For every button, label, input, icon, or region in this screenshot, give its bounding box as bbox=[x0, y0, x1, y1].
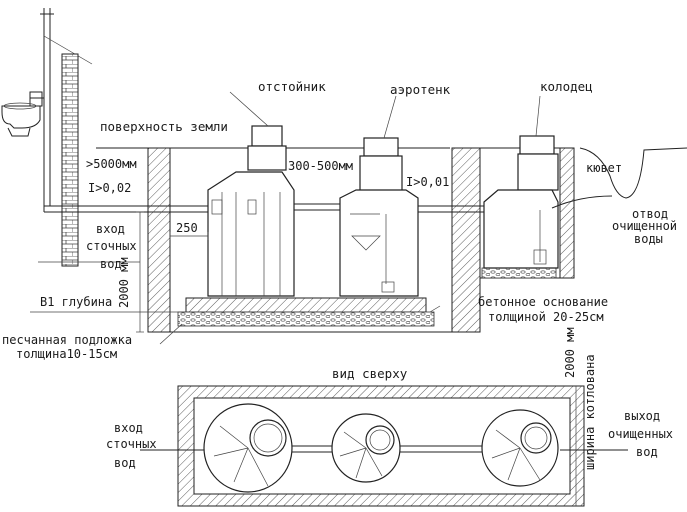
aerotank bbox=[339, 137, 419, 297]
aerotank-top bbox=[331, 413, 401, 483]
concrete-label-1: бетонное основание bbox=[478, 295, 608, 309]
top-outlet-label-1: выход bbox=[624, 409, 660, 423]
house-wall bbox=[61, 53, 79, 267]
sand-label-2: толщина10-15см bbox=[16, 347, 117, 361]
settler-label: отстойник bbox=[258, 79, 326, 94]
top-inlet-label-3: вод bbox=[114, 456, 136, 470]
depth-limit-label: >5000мм bbox=[86, 157, 137, 171]
slope-label-2: I>0,01 bbox=[406, 175, 449, 189]
drain-well bbox=[483, 135, 559, 269]
settler-tank-top bbox=[203, 403, 293, 493]
inlet-label-2: сточных bbox=[86, 239, 137, 253]
sand-label-1: песчанная подложка bbox=[2, 333, 132, 347]
well-gravel bbox=[481, 267, 557, 279]
outlet-note-3: воды bbox=[634, 232, 663, 246]
top-inlet-label-2: сточных bbox=[106, 437, 157, 451]
concrete-base bbox=[185, 297, 427, 313]
inlet-pipe bbox=[44, 205, 210, 213]
ground-surface-label: поверхность земли bbox=[100, 119, 228, 134]
sand-bedding bbox=[177, 311, 435, 327]
inlet-label-1: вход bbox=[96, 222, 125, 236]
pit-right-wall bbox=[559, 147, 575, 279]
depth-b1-label: В1 глубина bbox=[40, 295, 112, 309]
pit-width-dimension: 2000 мм bbox=[563, 327, 577, 378]
pit-depth-dimension: 2000 мм bbox=[117, 257, 131, 308]
pit-middle-wall bbox=[451, 147, 481, 333]
aerotank-label: аэротенк bbox=[390, 82, 451, 97]
top-outlet-label-2: очищенных bbox=[608, 427, 673, 441]
offset-dimension: 250 bbox=[176, 221, 198, 235]
concrete-label-2: толщиной 20-25см bbox=[488, 310, 604, 324]
top-view-title: вид сверху bbox=[332, 366, 408, 381]
toilet-icon bbox=[1, 91, 43, 137]
gap-range-label: 300-500мм bbox=[288, 159, 353, 173]
vent-pipe bbox=[40, 8, 93, 212]
settler-tank bbox=[207, 125, 295, 297]
slope-label-1: I>0,02 bbox=[88, 181, 131, 195]
outlet-note-1: отвод bbox=[632, 207, 668, 221]
outlet-note-2: очищенной bbox=[612, 219, 677, 233]
inlet-label-3: вод bbox=[100, 257, 122, 271]
ditch-label: кювет bbox=[586, 161, 622, 175]
pit-left-wall bbox=[147, 147, 171, 333]
well-label: колодец bbox=[540, 79, 593, 94]
drain-well-top bbox=[481, 409, 559, 487]
pit-width-label: ширина котлована bbox=[583, 354, 597, 470]
top-outlet-label-3: вод bbox=[636, 445, 658, 459]
top-inlet-label-1: вход bbox=[114, 421, 143, 435]
